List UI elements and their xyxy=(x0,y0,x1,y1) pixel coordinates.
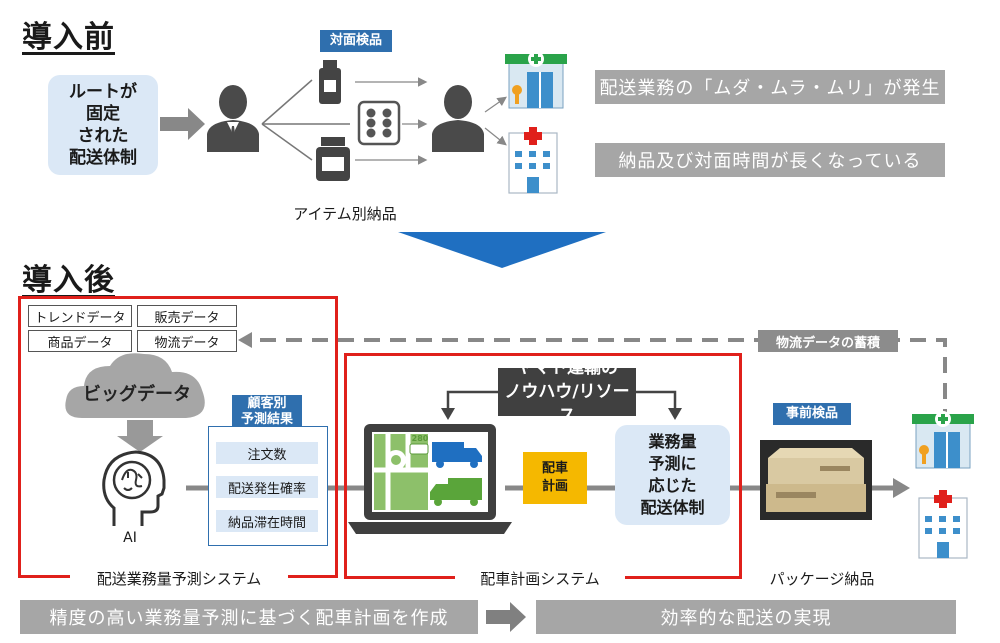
fan-line-1 xyxy=(261,79,313,125)
feedback-dashed-line xyxy=(252,338,947,425)
item-delivery-label: アイテム別納品 xyxy=(270,200,420,226)
issue-time: 納品及び対面時間が長くなっている xyxy=(595,143,945,177)
after-heading: 導入後 xyxy=(22,263,115,298)
pre-inspection-tag: 事前検品 xyxy=(773,403,851,425)
dispatch-system-label: 配車計画システム xyxy=(455,566,625,590)
pharmacy-icon xyxy=(505,51,567,109)
laptop-icon xyxy=(348,424,512,534)
business-person-icon xyxy=(207,85,259,152)
hosp-arrow-2 xyxy=(484,127,507,146)
pharmacy-icon-after xyxy=(912,411,974,469)
issue-waste: 配送業務の「ムダ・ムラ・ムリ」が発生 xyxy=(595,70,945,104)
summary-left-bar: 精度の高い業務量予測に基づく配車計画を作成 xyxy=(20,600,478,634)
medicine-jar-icon xyxy=(316,137,350,181)
package-delivery-label: パッケージ納品 xyxy=(752,566,892,590)
fixed-route-box: ルートが 固定 された 配送体制 xyxy=(48,75,158,175)
face-to-face-tag: 対面検品 xyxy=(320,30,392,52)
before-heading: 導入前 xyxy=(22,20,115,55)
hospital-icon-after xyxy=(918,490,968,559)
flow-arrowhead xyxy=(893,478,910,498)
prediction-system-label: 配送業務量予測システム xyxy=(70,566,288,590)
dispatch-plan-box: 配車 計画 xyxy=(523,452,587,504)
data-tag-trend: トレンドデータ xyxy=(28,305,132,327)
transition-arrow xyxy=(398,232,606,268)
hospital-icon xyxy=(508,127,558,194)
cloud-icon xyxy=(65,353,205,418)
prediction-result-tag: 顧客別 予測結果 xyxy=(232,395,302,429)
pred-stay-time: 納品滞在時間 xyxy=(216,510,318,532)
ai-brain-icon xyxy=(102,450,166,526)
cloud-label: ビッグデータ xyxy=(83,384,191,405)
summary-right-bar: 効率的な配送の実現 xyxy=(536,600,956,634)
feedback-arrowhead xyxy=(238,332,252,348)
package-photo xyxy=(760,440,872,520)
knowhow-left-arrow xyxy=(446,390,498,410)
logistics-accumulation-label: 物流データの蓄積 xyxy=(758,330,898,352)
person-icon xyxy=(432,85,484,152)
pill-blister-icon xyxy=(357,100,401,146)
fan-line-3 xyxy=(261,123,313,161)
ai-label: AI xyxy=(123,530,137,546)
data-tag-sales: 販売データ xyxy=(137,305,237,327)
medicine-bottle-icon xyxy=(319,60,341,104)
pred-delivery-probability: 配送発生確率 xyxy=(216,476,318,498)
knowhow-box: ヤマト運輸の ノウハウ/リソース xyxy=(498,358,636,426)
route-arrow xyxy=(160,108,205,140)
hosp-arrow-1 xyxy=(484,96,507,113)
cloud-down-arrow xyxy=(117,420,163,452)
laptop-route-badge: 280 xyxy=(411,434,429,443)
data-tag-product: 商品データ xyxy=(28,330,132,352)
data-tag-logistics: 物流データ xyxy=(137,330,237,352)
summary-arrow xyxy=(486,602,526,632)
knowhow-right-arrow xyxy=(636,390,677,410)
pred-order-count: 注文数 xyxy=(216,442,318,464)
volume-based-delivery-box: 業務量 予測に 応じた 配送体制 xyxy=(615,425,730,525)
